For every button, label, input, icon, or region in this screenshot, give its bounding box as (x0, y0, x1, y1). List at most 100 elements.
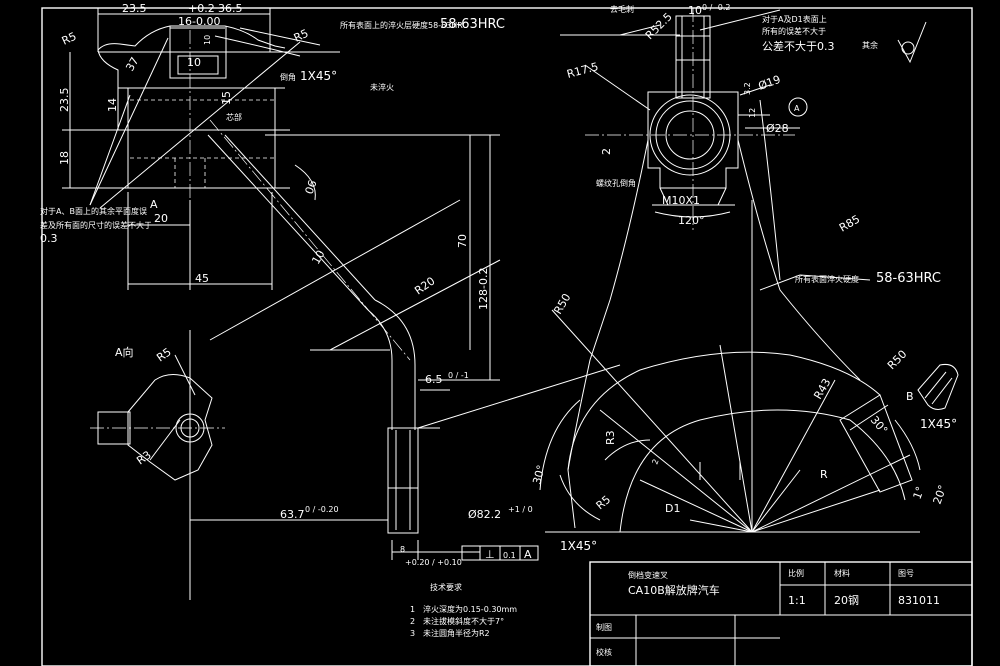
dim-r85: R85 (837, 213, 862, 235)
dim-10-right-tol: 0 / -0.2 (702, 3, 730, 12)
dim-63-7: 63.7 (280, 508, 305, 521)
label-a-view: A向 (115, 345, 134, 359)
dim-chamfer-1x45-top: 1X45° (300, 69, 337, 83)
dim-10-right-top: 10 (688, 4, 702, 17)
note-right-2: 所有的误差不大于 (762, 26, 826, 36)
dim-37: 37 (123, 55, 141, 74)
material-value: 20钢 (834, 594, 859, 607)
top-left-labels: 23.5 +0.2 36.5 16-0.00 10 10 R5 R5 37 1X… (40, 2, 505, 285)
requirement-3-text: 未注圆角半径为R2 (423, 628, 490, 638)
dim-3-2: 3.2 (743, 82, 752, 95)
note-left-3: 0.3 (40, 232, 58, 245)
dim-angle-20: 20° (931, 483, 950, 506)
dim-r3: R3 (134, 448, 153, 467)
dim-128: 128-0.2 (477, 268, 490, 310)
dim-r-inner: R (820, 468, 828, 481)
dim-angle-30-right: 30° (868, 414, 890, 437)
dim-6-5: 6.5 (425, 373, 443, 386)
drawing-no-value: 831011 (898, 594, 940, 607)
dim-16: 16-0.00 (178, 15, 220, 28)
dim-d19: Ø19 (757, 73, 783, 93)
dim-chamfer-1x45-right: 1X45° (920, 417, 957, 431)
requirement-1-num: 1 (410, 605, 415, 614)
dim-r50-left: R50 (551, 291, 573, 316)
note-hardness-value-right: 58-63HRC (876, 271, 941, 286)
dim-14: 14 (106, 98, 119, 112)
pin-d8: 8 (400, 545, 405, 554)
dim-12: 12 (748, 108, 757, 118)
dim-d82-2-tol: +1 / 0 (508, 505, 533, 514)
balloon-a: A (794, 104, 800, 113)
dim-r20: R20 (412, 274, 437, 297)
dim-45: 45 (195, 272, 209, 285)
gdt-symbol: ⊥ (485, 548, 495, 561)
fork-arm-view (189, 119, 621, 600)
dim-r5-topright: R5 (292, 27, 311, 45)
dim-d82-2: Ø82.2 (468, 508, 501, 521)
dim-15: 15 (220, 91, 233, 105)
label-b: B (906, 390, 914, 403)
drawing-border (41, 7, 973, 666)
scale-label: 比例 (788, 568, 804, 578)
dim-10-top: 10 (187, 56, 201, 69)
machine-name: CA10B解放牌汽车 (628, 583, 720, 597)
dim-23-5-top: 23.5 (122, 2, 147, 15)
dim-angle-ref: 06 (303, 178, 320, 196)
top-left-view (62, 8, 340, 290)
label-core: 芯部 (226, 112, 242, 122)
label-thread: 螺纹孔倒角 (596, 178, 636, 188)
requirement-2-num: 2 (410, 617, 415, 626)
note-left-1: 对于A、B面上的其余平面度误 (40, 206, 147, 216)
dim-36-5: 36.5 (218, 2, 243, 15)
material-label: 材料 (834, 568, 850, 578)
fork-arm-labels: 06 10 R20 70 128-0.2 6.5 0 / -1 63.7 0 /… (280, 178, 490, 567)
main-view-labels: 10 0 / -0.2 R52.5 R17.5 3.2 Ø19 12 Ø28 2… (468, 3, 957, 553)
a-view-labels: A向 R5 R3 (115, 345, 174, 467)
scale-value: 1:1 (788, 594, 806, 607)
note-right-1: 对于A及D1表面上 (762, 14, 827, 24)
dim-r3-main: R3 (604, 430, 617, 445)
note-hardness-value-top: 58-63HRC (440, 17, 505, 32)
a-direction-view (90, 354, 225, 490)
gdt-datum: A (524, 548, 532, 561)
dim-m10: M10X1 (662, 194, 700, 207)
dim-r50-right: R50 (885, 348, 909, 372)
dim-r5-small: R5 (154, 345, 173, 364)
main-fork-view (539, 8, 959, 533)
dim-chamfer-1x45-bottom: 1X45° (560, 539, 597, 553)
part-name: 倒档变速叉 (628, 570, 668, 580)
note-right-3: 公差不大于0.3 (762, 39, 835, 53)
note-hardness-top: 所有表面上的淬火层硬度58-63HRC (340, 20, 468, 30)
label-a: A (150, 198, 158, 211)
technical-requirements: 技术要求 1 淬火深度为0.15-0.30mm 2 未注拔模斜度不大于7° 3 … (410, 582, 517, 638)
checked-label: 校核 (596, 647, 612, 657)
dim-r5-inner: R5 (594, 493, 614, 512)
dim-r52: R52.5 (643, 10, 675, 42)
dim-63-7-tol: 0 / -0.20 (305, 505, 339, 514)
dim-20: 20 (154, 212, 168, 225)
dim-r17-5: R17.5 (565, 60, 599, 81)
dim-23-5-left: 23.5 (58, 88, 71, 113)
dim-plus02: +0.2 (188, 2, 215, 15)
dim-d28: Ø28 (766, 122, 789, 135)
note-left-2: 差及所有面的尺寸的误差不大于 (40, 220, 152, 230)
requirement-1-text: 淬火深度为0.15-0.30mm (423, 604, 517, 614)
dim-r5-topleft: R5 (60, 30, 79, 48)
requirements-heading: 技术要求 (430, 582, 462, 592)
dim-70: 70 (456, 234, 469, 248)
dim-angle-1: 1° (911, 485, 927, 501)
label-other: 其余 (862, 40, 878, 50)
requirement-2-text: 未注拔模斜度不大于7° (423, 616, 504, 626)
title-block-text: 倒档变速叉 CA10B解放牌汽车 比例 1:1 材料 20钢 图号 831011… (596, 568, 940, 657)
gdt-frame (418, 545, 539, 561)
label-d1: D1 (665, 502, 680, 515)
gdt-tolerance: 0.1 (503, 551, 516, 560)
dim-angle-30-left: 30° (530, 464, 548, 486)
title-block (589, 561, 973, 666)
drawn-label: 制图 (596, 622, 612, 632)
dim-10-vert: 10 (203, 35, 212, 45)
dim-angle-120: 120° (678, 214, 705, 227)
requirement-3-num: 3 (410, 629, 415, 638)
label-chamfer-top: 倒角 (280, 72, 296, 82)
